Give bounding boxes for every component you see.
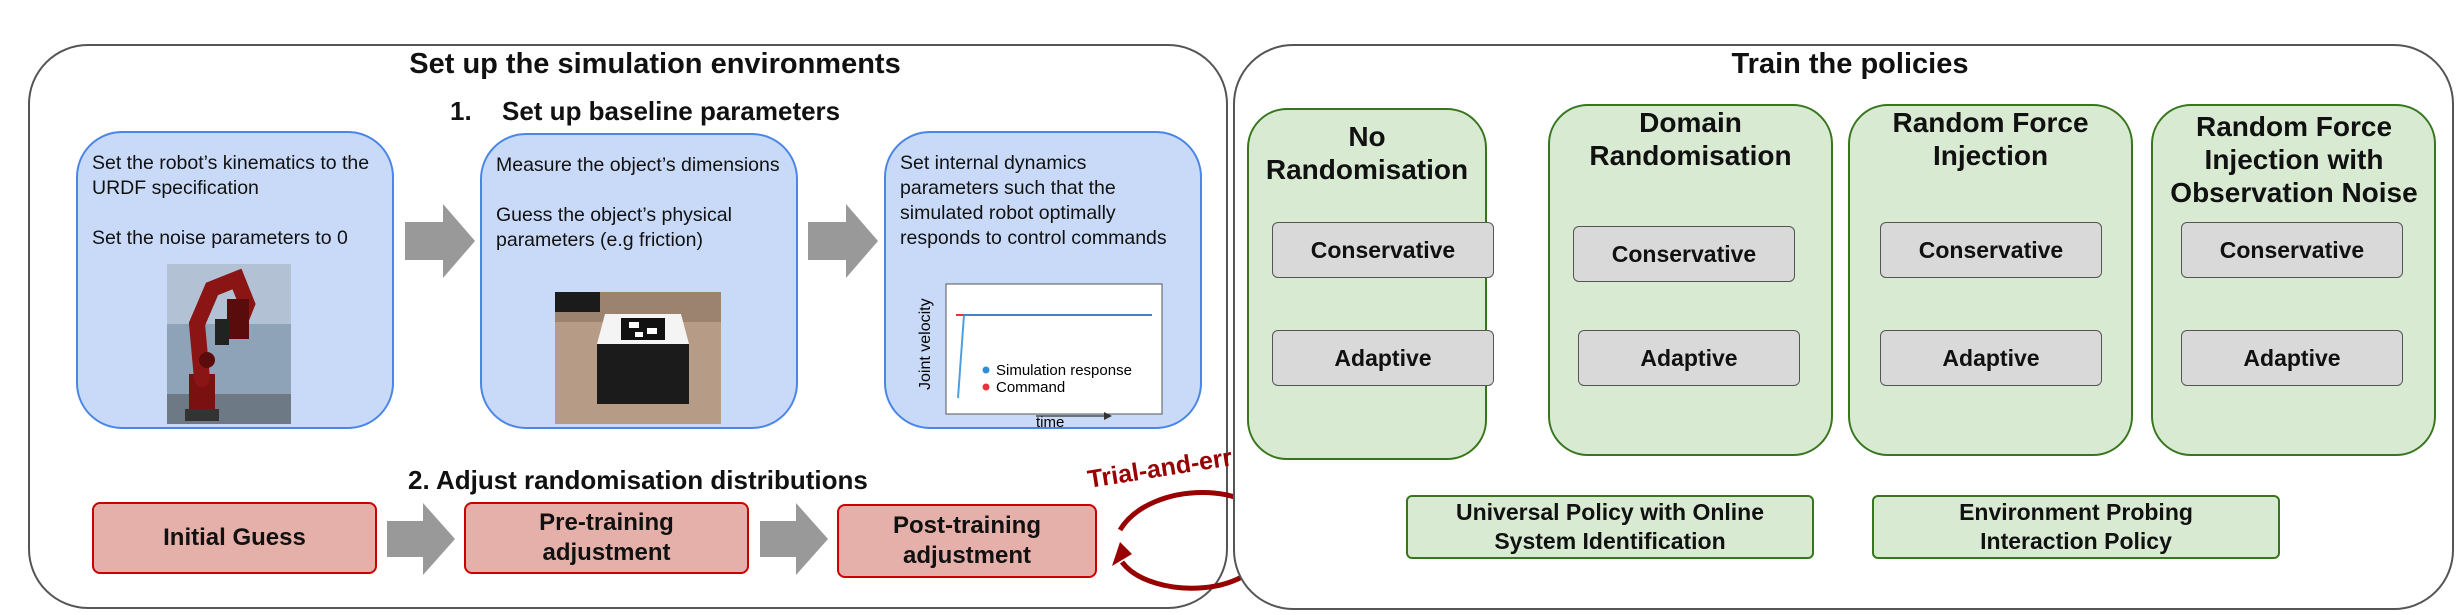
step1-number: 1.: [450, 96, 472, 126]
random-force-injection-conservative-button[interactable]: Conservative: [1880, 222, 2102, 278]
card2-text-2: Guess the object’s physical parameters (…: [496, 204, 732, 251]
random-force-observation-noise-column: [2151, 104, 2436, 456]
arrow-pretraining-to-posttraining: [760, 503, 828, 575]
no-randomisation-adaptive-button[interactable]: Adaptive: [1272, 330, 1494, 386]
simulation-setup-title: Set up the simulation environments: [409, 48, 901, 80]
arrow-initial-to-pretraining: [387, 503, 455, 575]
random-force-injection-adaptive-button[interactable]: Adaptive: [1880, 330, 2102, 386]
arrow-card1-to-card2: [405, 204, 475, 278]
card1-text-2: Set the noise parameters to 0: [92, 227, 348, 249]
plot-ylabel: Joint velocity: [917, 298, 934, 390]
random-force-observation-noise-title: Random Force Injection with Observation …: [2170, 111, 2418, 208]
train-policies-title: Train the policies: [1731, 48, 1969, 80]
no-randomisation-conservative-button[interactable]: Conservative: [1272, 222, 1494, 278]
domain-randomisation-conservative-button[interactable]: Conservative: [1573, 226, 1795, 282]
initial-guess-box: Initial Guess: [92, 502, 377, 574]
card3-text-1: Set internal dynamics parameters such th…: [900, 152, 1167, 249]
random-force-observation-noise-adaptive-button[interactable]: Adaptive: [2181, 330, 2403, 386]
random-force-injection-title: Random Force Injection: [1892, 107, 2089, 171]
no-randomisation-title: No Randomisation: [1265, 121, 1469, 185]
no-randomisation-column: [1247, 108, 1487, 460]
legend-command-label: Command: [996, 379, 1065, 396]
arrow-card2-to-card3: [808, 204, 878, 278]
universal-policy-box: Universal Policy with Online System Iden…: [1406, 495, 1814, 559]
step1-title: Set up baseline parameters: [502, 96, 841, 126]
card2-text-1: Measure the object’s dimensions: [496, 154, 780, 176]
legend-simulation-marker: [982, 366, 990, 374]
card1-text-1: Set the robot’s kinematics to the URDF s…: [92, 152, 370, 199]
plot-xlabel: time: [1036, 414, 1064, 430]
object-marker-image: [555, 292, 721, 424]
post-training-adjustment-box: Post-training adjustment: [837, 504, 1097, 578]
domain-randomisation-title: Domain Randomisation: [1589, 107, 1792, 171]
legend-simulation-label: Simulation response: [996, 362, 1132, 379]
simulation-response-line: [957, 314, 1152, 399]
legend-command-marker: [982, 383, 990, 391]
domain-randomisation-adaptive-button[interactable]: Adaptive: [1578, 330, 1800, 386]
robot-arm-image: [167, 264, 291, 424]
step2-title: 2. Adjust randomisation distributions: [408, 465, 868, 495]
random-force-injection-column: [1848, 104, 2133, 456]
environment-probing-policy-box: Environment Probing Interaction Policy: [1872, 495, 2280, 559]
pre-training-adjustment-box: Pre-training adjustment: [464, 502, 749, 574]
joint-velocity-plot: Simulation response Command Joint veloci…: [917, 283, 1163, 430]
random-force-observation-noise-conservative-button[interactable]: Conservative: [2181, 222, 2403, 278]
